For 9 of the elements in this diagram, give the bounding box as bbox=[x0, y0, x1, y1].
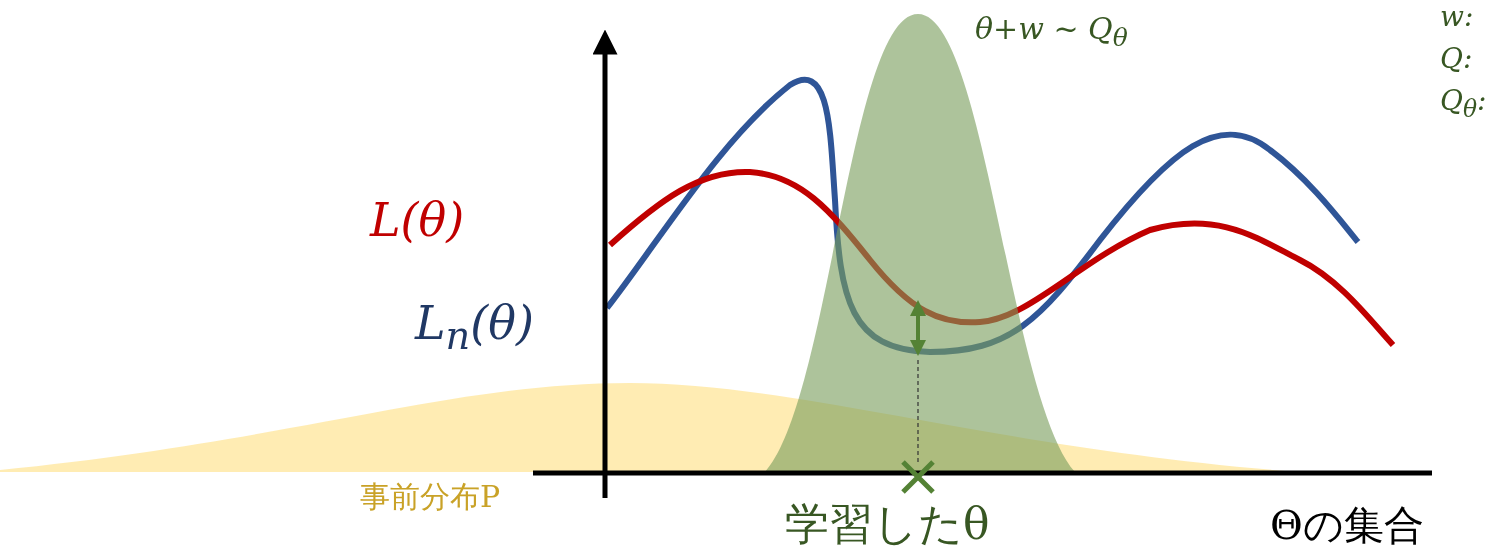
curve-label: L$_{n}$(θ) bbox=[415, 298, 534, 358]
legend-symbol: Q$_{θ}$: bbox=[1440, 86, 1487, 123]
distribution-label: θ+w ~ Q$_{θ}$ bbox=[975, 12, 1128, 52]
legend-symbol: Q: bbox=[1440, 44, 1473, 75]
legend-symbol: w: bbox=[1440, 2, 1474, 33]
prior-label: 事前分布P bbox=[360, 480, 501, 513]
axis-label: Θの集合 bbox=[1270, 503, 1424, 547]
curve-label: L(θ) bbox=[370, 195, 465, 246]
point-label: 学習したθ bbox=[785, 500, 990, 549]
